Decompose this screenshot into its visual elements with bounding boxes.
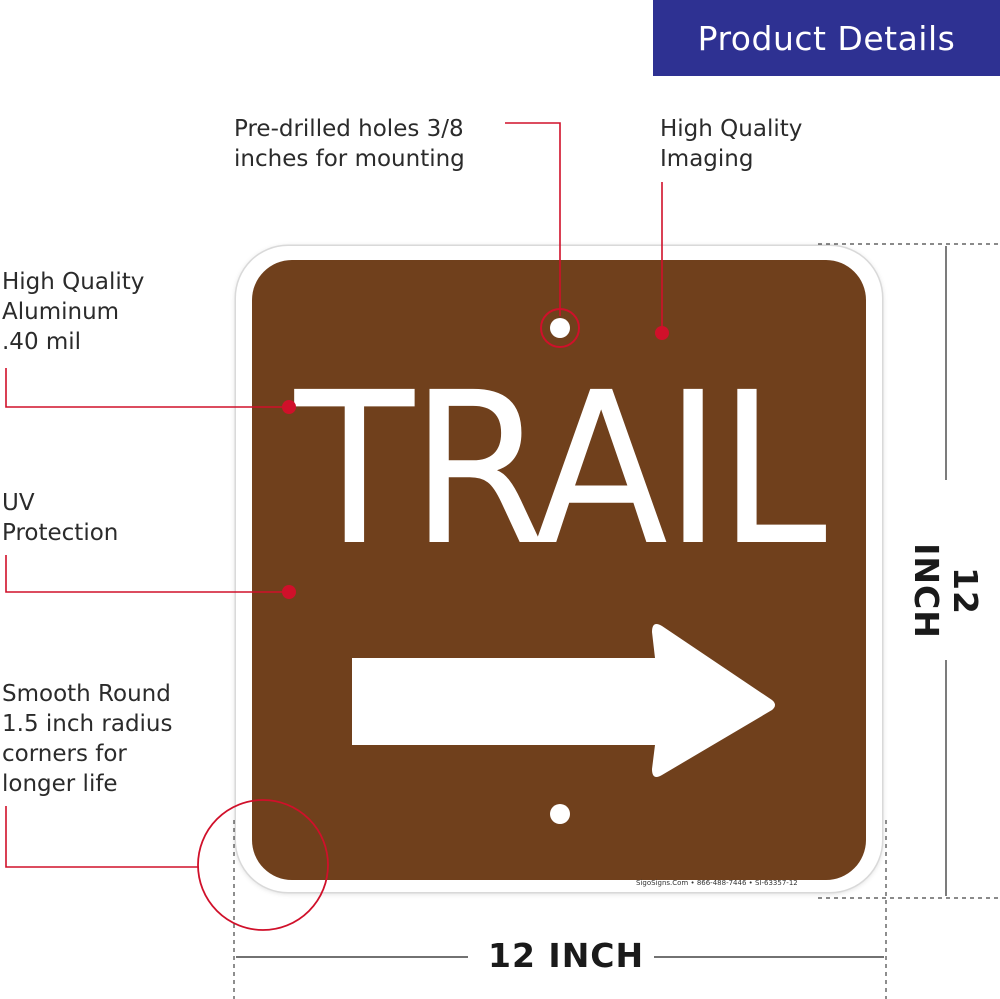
sign-brown-panel xyxy=(252,260,866,880)
corner-highlight-circle xyxy=(197,799,329,931)
banner-title: Product Details xyxy=(697,18,956,58)
hole-highlight-circle xyxy=(540,308,580,348)
sign-word: TRAIL xyxy=(294,347,827,592)
uv-callout-line xyxy=(5,555,285,593)
sign-footer-text: SigoSigns.Com • 866-488-7446 • SI-63357-… xyxy=(636,879,798,887)
arrow-right-icon xyxy=(352,624,775,777)
holes-callout-line xyxy=(505,122,561,316)
aluminum-callout-dot xyxy=(282,400,296,414)
callout-aluminum-label: High Quality Aluminum .40 mil xyxy=(2,269,145,355)
width-dimension-label: 12 INCH xyxy=(488,936,645,975)
callout-uv-label: UV Protection xyxy=(2,490,119,546)
top-mounting-hole xyxy=(550,318,570,338)
callout-holes-label: Pre-drilled holes 3/8 inches for mountin… xyxy=(234,116,465,172)
aluminum-callout-line xyxy=(5,368,285,408)
corners-callout-line xyxy=(5,806,198,868)
product-details-banner: Product Details xyxy=(653,0,1000,76)
height-dimension-label: 12 INCH xyxy=(907,543,985,639)
uv-callout-dot xyxy=(282,585,296,599)
imaging-callout-dot xyxy=(655,326,669,340)
callout-imaging-label: High Quality Imaging xyxy=(660,116,803,172)
bottom-mounting-hole xyxy=(550,804,570,824)
callout-corners-label: Smooth Round 1.5 inch radius corners for… xyxy=(2,681,173,797)
